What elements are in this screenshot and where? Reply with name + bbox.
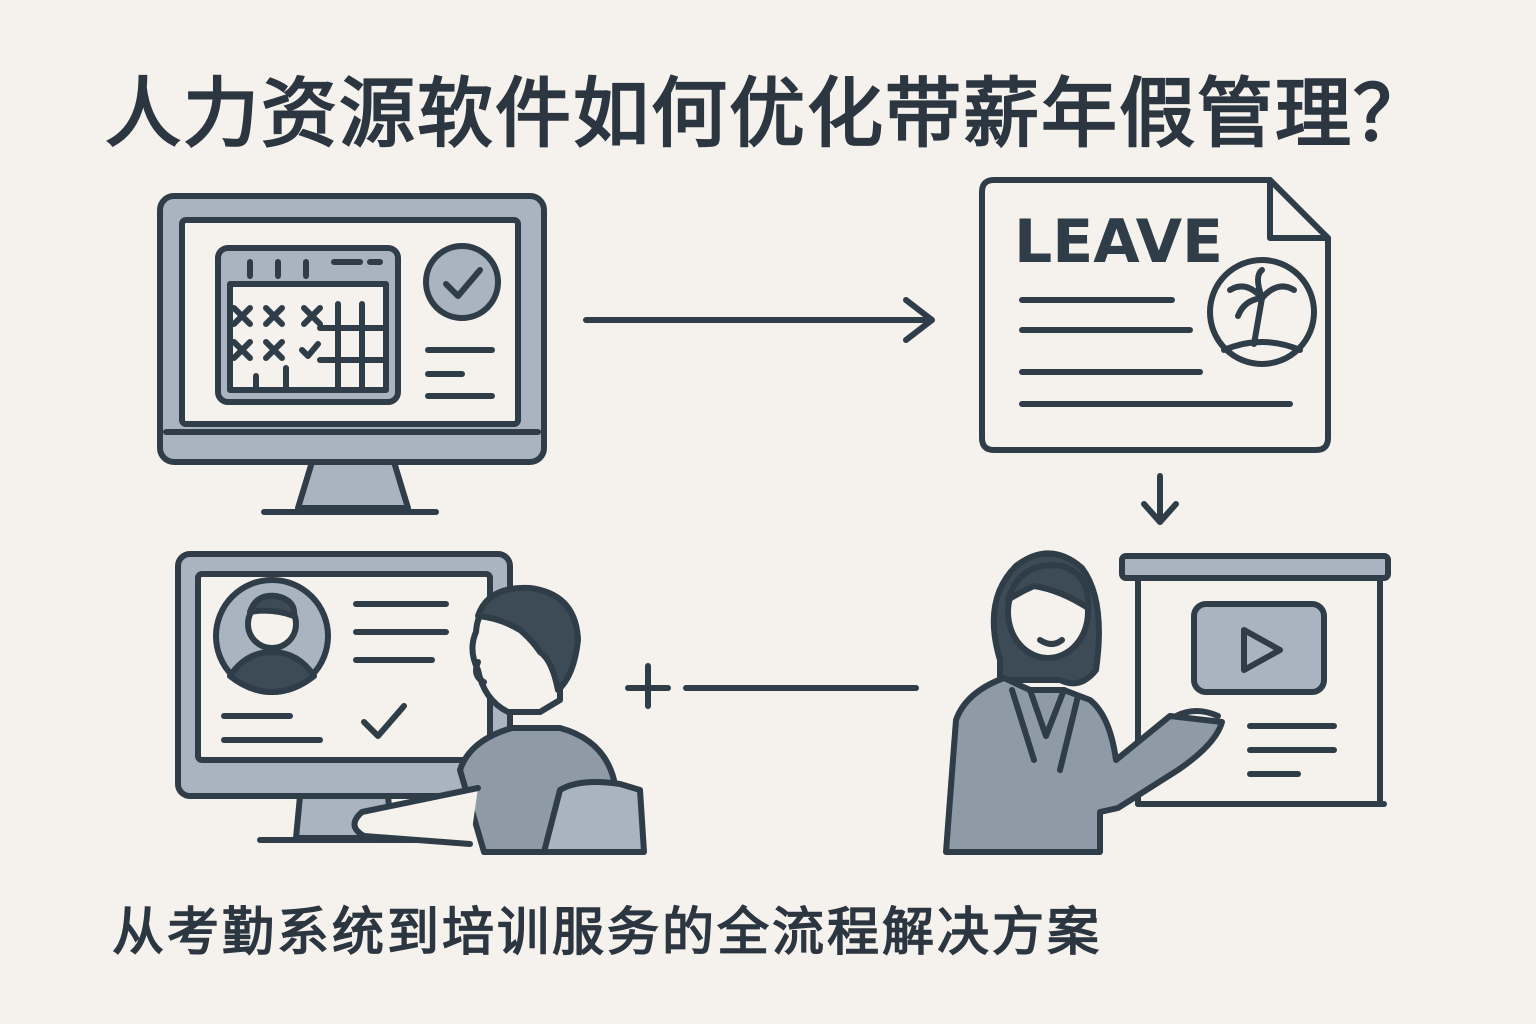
- desktop-monitor-icon: [157, 193, 547, 515]
- arrow-to-employee: [625, 663, 919, 709]
- arrow-to-leave-document: [583, 297, 935, 343]
- check-circle-icon: [423, 243, 501, 321]
- leave-heading: LEAVE: [1014, 207, 1223, 277]
- presentation-screen: [1119, 553, 1391, 807]
- presenter-icon: [943, 550, 1225, 855]
- arrow-down-to-presentation: [1141, 473, 1179, 525]
- calendar-icon: [215, 245, 401, 405]
- page-subtitle: 从考勤系统到培训服务的全流程解决方案: [112, 903, 1103, 963]
- avatar-icon: [213, 577, 331, 695]
- palm-tree-icon: [1207, 257, 1317, 367]
- page-title: 人力资源软件如何优化带薪年假管理？: [105, 69, 1431, 158]
- leave-document-icon: LEAVE: [979, 177, 1331, 453]
- video-play-icon: [1191, 601, 1327, 695]
- employee-at-computer-icon: [175, 551, 647, 855]
